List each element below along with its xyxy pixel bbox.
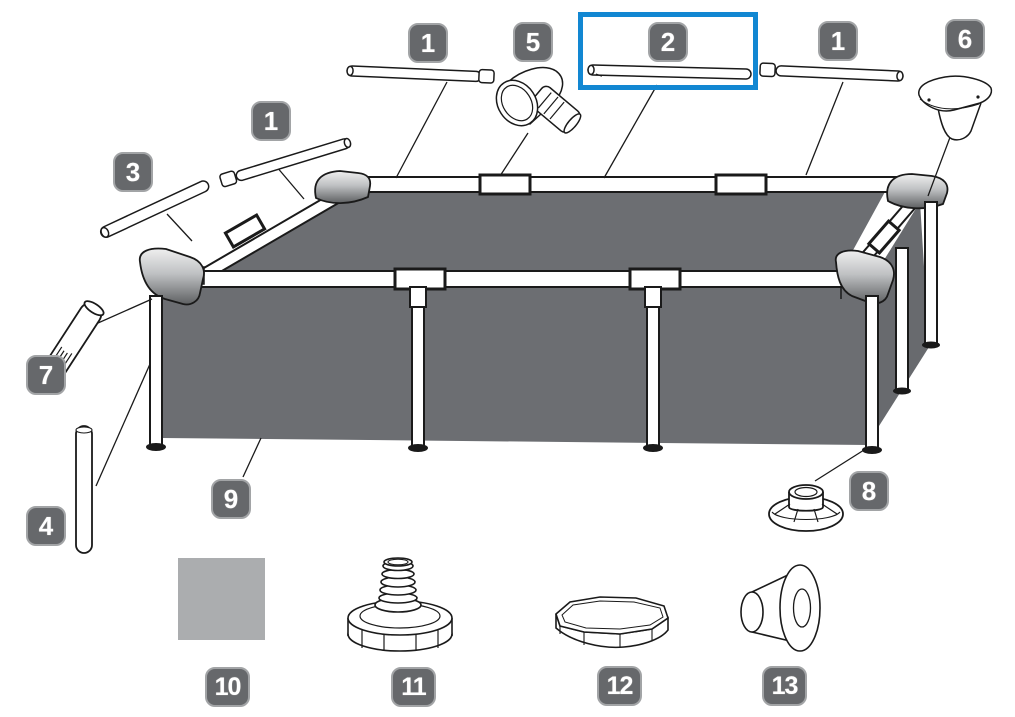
pool-legs <box>149 201 938 449</box>
part-drawing-repair-patch[interactable] <box>178 558 265 640</box>
part-drawing-vertical-leg[interactable] <box>75 425 93 554</box>
part-label-7[interactable]: 7 <box>26 355 66 395</box>
corner-connector-back-right <box>886 173 949 210</box>
part-label-4[interactable]: 4 <box>26 506 66 546</box>
corner-connector-front-right <box>834 249 895 305</box>
part-drawing-tee-connector[interactable] <box>488 66 584 136</box>
leader-lines <box>79 81 953 487</box>
part-drawing-wall-fitting[interactable] <box>740 564 821 652</box>
part-drawing-top-rail-right[interactable] <box>759 62 904 82</box>
selection-highlight-box <box>578 12 758 90</box>
part-label-2[interactable]: 2 <box>648 22 688 62</box>
part-label-6[interactable]: 6 <box>945 19 985 59</box>
rail-sleeve <box>866 218 902 256</box>
part-drawing-top-rail-highlighted[interactable] <box>587 64 752 80</box>
rail-sleeve <box>478 173 532 196</box>
part-label-12[interactable]: 12 <box>597 666 642 706</box>
part-label-1b[interactable]: 1 <box>818 21 858 61</box>
part-drawing-leg-base-foot[interactable] <box>768 484 844 532</box>
part-label-13[interactable]: 13 <box>762 666 807 706</box>
part-label-11[interactable]: 11 <box>391 667 436 707</box>
corner-connector-back-left <box>314 170 372 205</box>
part-label-8[interactable]: 8 <box>849 471 889 511</box>
pool-body <box>138 170 949 454</box>
part-drawing-corner-joint[interactable] <box>918 75 993 141</box>
part-label-5[interactable]: 5 <box>513 22 553 62</box>
part-drawing-drain-valve[interactable] <box>347 557 453 652</box>
part-drawing-drain-cap[interactable] <box>555 596 669 649</box>
corner-connector-front-left <box>138 247 205 306</box>
part-drawing-top-rail-diagonal[interactable] <box>219 135 352 188</box>
part-drawing-top-rail-left[interactable] <box>346 64 495 84</box>
rail-sleeve <box>714 173 768 196</box>
part-label-1c[interactable]: 1 <box>251 101 291 141</box>
part-label-10[interactable]: 10 <box>205 667 250 707</box>
part-label-9[interactable]: 9 <box>211 479 251 519</box>
part-label-1a[interactable]: 1 <box>408 23 448 63</box>
part-drawing-short-rail[interactable] <box>99 179 211 239</box>
leg-feet <box>146 341 940 454</box>
rail-sleeve <box>223 213 267 249</box>
part-label-3[interactable]: 3 <box>113 152 153 192</box>
